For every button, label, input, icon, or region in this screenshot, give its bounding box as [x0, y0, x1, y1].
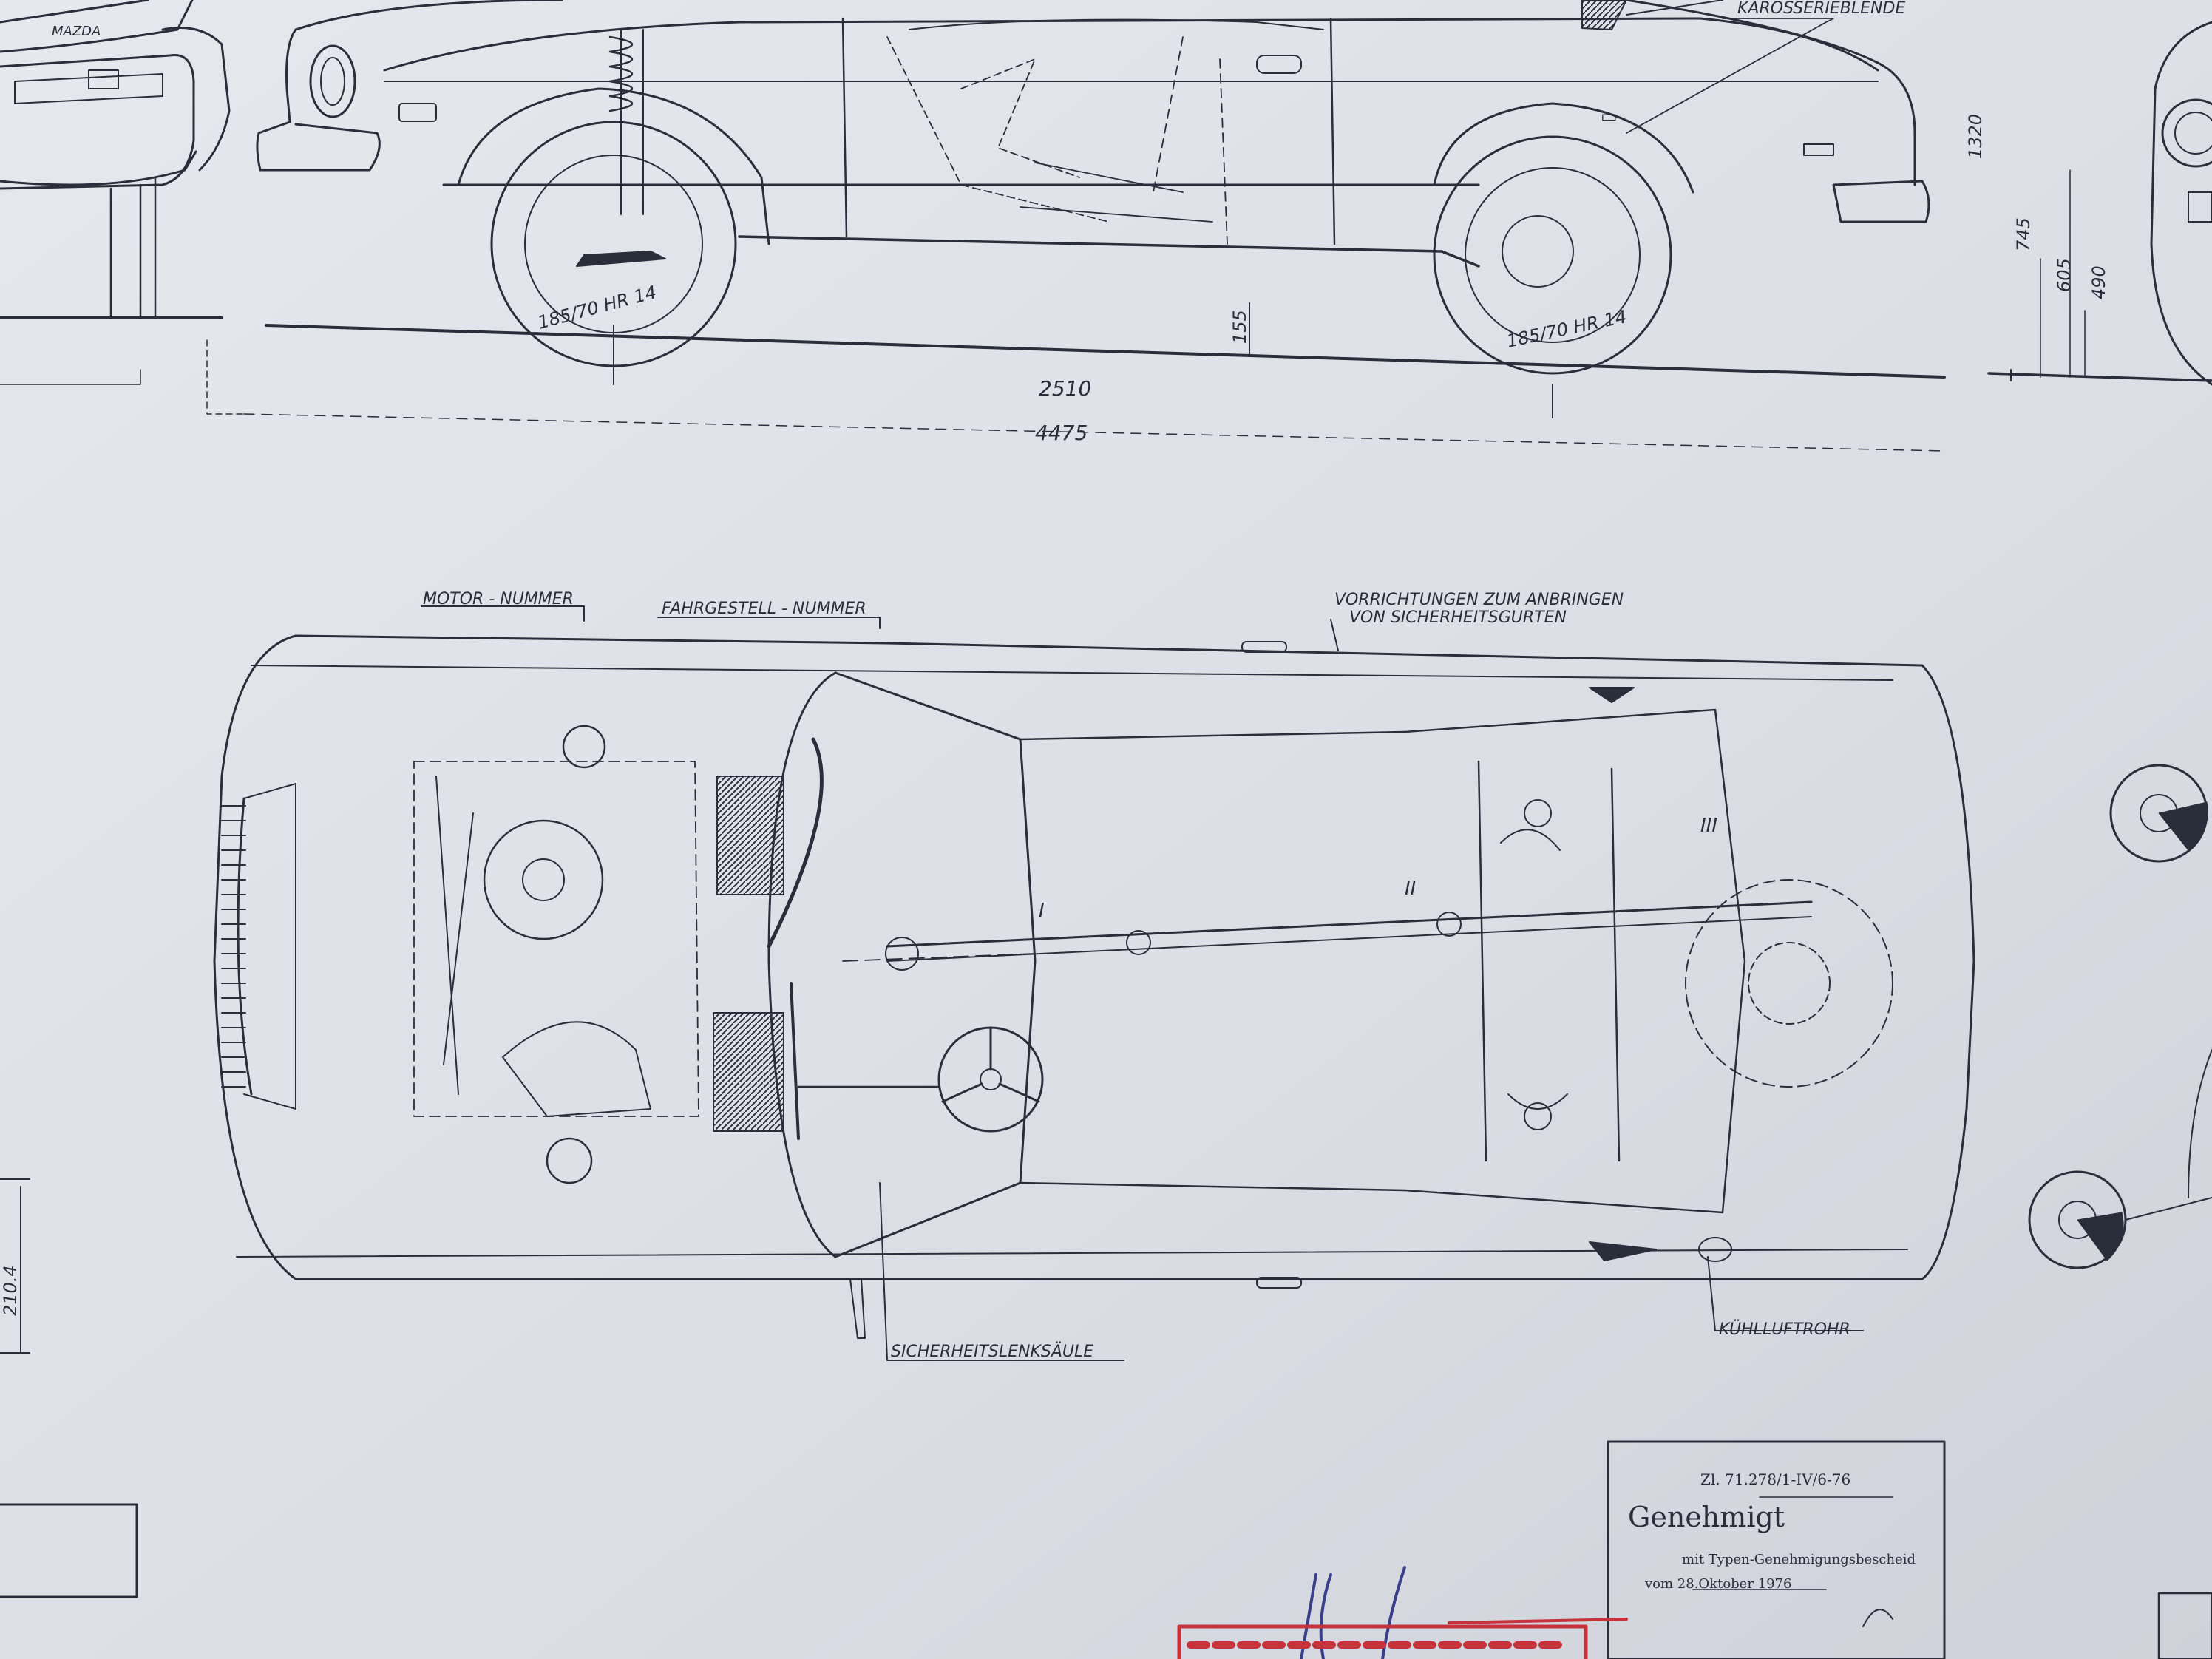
- label-vorrichtungen-1: VORRICHTUNGEN ZUM ANBRINGEN: [1334, 591, 1624, 609]
- label-sicherheitslenksaeule: SICHERHEITSLENKSÄULE: [891, 1342, 1093, 1361]
- stamp-ref: Zl. 71.278/1-IV/6-76: [1700, 1470, 1850, 1488]
- dim-745: 745: [2013, 217, 2034, 251]
- label-kuehlluftrohr: KÜHLLUFTROHR: [1719, 1320, 1850, 1339]
- plan-view-car: [213, 605, 1975, 1361]
- dim-605: 605: [2054, 258, 2074, 292]
- dim-height: 1320: [1965, 114, 1986, 159]
- label-schild: ▭: [1601, 106, 1618, 126]
- badge-text: MAZDA: [52, 24, 101, 39]
- label-karosserieblende: KAROSSERIEBLENDE: [1737, 0, 1905, 18]
- stamp-title: Genehmigt: [1628, 1501, 1785, 1533]
- left-fragments: [0, 1178, 138, 1598]
- dim-left: 210.4: [0, 1265, 21, 1316]
- dim-length: 4475: [1035, 421, 1088, 445]
- front-view-partial: [0, 0, 245, 415]
- side-view-car: [243, 0, 1946, 452]
- rear-view-partial: [1987, 21, 2212, 386]
- label-motor-nummer: MOTOR - NUMMER: [423, 590, 574, 608]
- section-marker-2: II: [1405, 878, 1416, 900]
- red-stamp: [1177, 1618, 1628, 1659]
- stamp-line2: vom 28.Oktober 1976: [1644, 1576, 1791, 1592]
- approval-stamp: [1607, 1440, 2212, 1659]
- wheel-details: [2028, 764, 2212, 1269]
- section-marker-1: I: [1039, 900, 1045, 922]
- stamp-line1: mit Typen-Genehmigungsbescheid: [1682, 1552, 1916, 1567]
- label-vorrichtungen-2: VON SICHERHEITSGURTEN: [1349, 608, 1567, 627]
- dim-ground-clearance: 155: [1229, 310, 1250, 344]
- section-marker-3: III: [1700, 815, 1717, 837]
- dim-wheelbase: 2510: [1039, 376, 1091, 401]
- label-fahrgestell-nummer: FAHRGESTELL - NUMMER: [662, 600, 866, 618]
- dim-490: 490: [2089, 265, 2109, 299]
